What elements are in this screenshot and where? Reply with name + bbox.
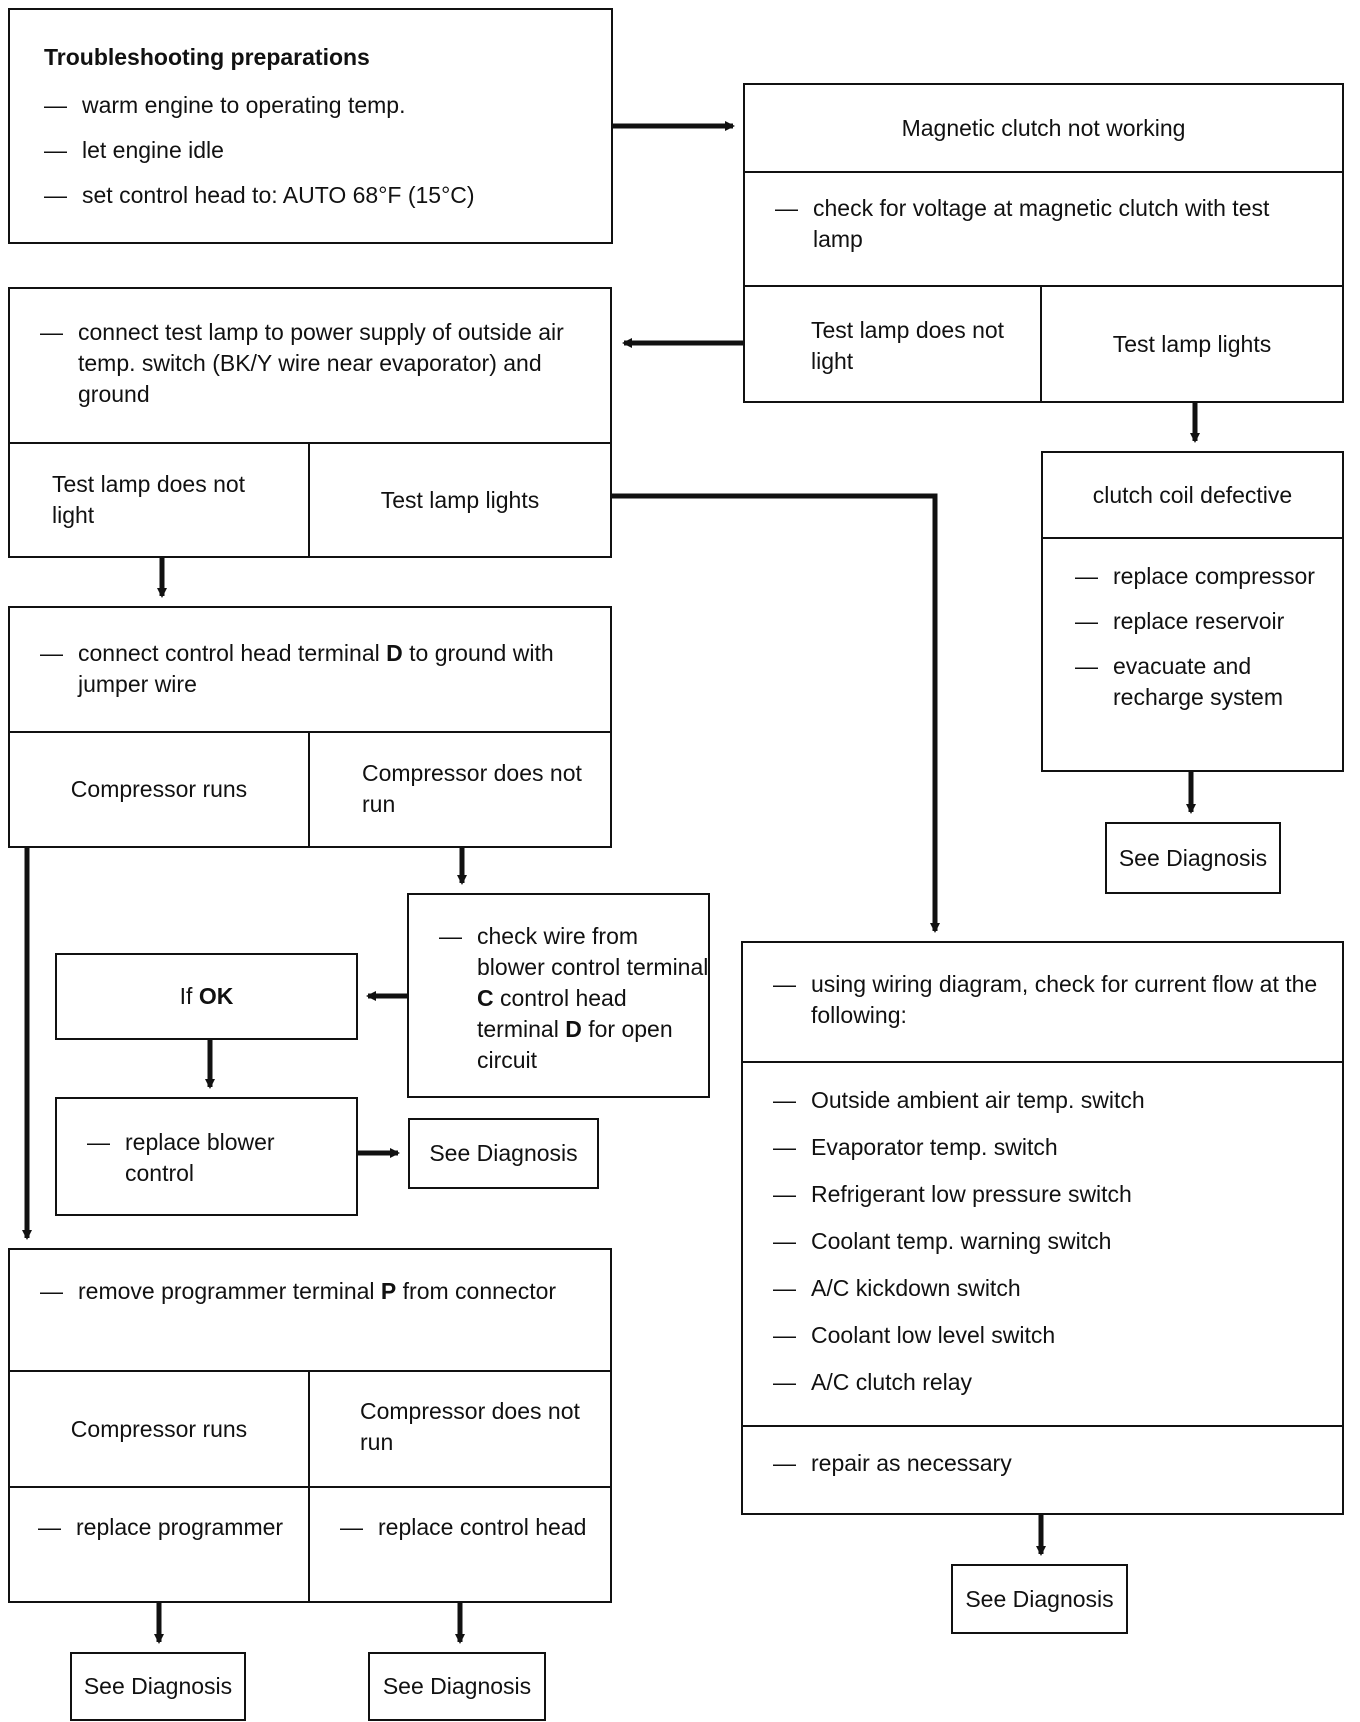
dash-icon: —	[40, 640, 63, 666]
prep-title: Troubleshooting preparations	[44, 44, 370, 70]
prep-item: let engine idle	[82, 137, 224, 163]
outside-air-box: — connect test lamp to power supply of ou…	[8, 287, 612, 558]
blower: — replace blower control	[87, 1127, 347, 1203]
see-diagnosis-clutch: See Diagnosis	[1105, 822, 1281, 894]
outside-no-light: Test lamp does not light	[52, 471, 246, 528]
if-ok-bold: OK	[198, 983, 234, 1009]
jumper-runs: Compressor runs	[70, 776, 248, 802]
programmer-not-runs: Compressor does not run	[360, 1398, 580, 1455]
programmer-terminal: P	[380, 1278, 397, 1304]
programmer-runs: Compressor runs	[70, 1415, 248, 1442]
dash-icon: —	[44, 137, 67, 163]
clutch-coil-item: replace reservoir	[1113, 608, 1285, 634]
if-ok-pre: If	[179, 983, 193, 1009]
wiring-item: Coolant temp. warning switch	[811, 1228, 1112, 1254]
check-wire: — check wire from blower control terminal…	[439, 921, 709, 1090]
wiring-item: Refrigerant low pressure switch	[811, 1181, 1132, 1207]
dash-icon: —	[773, 1275, 796, 1301]
see-diagnosis-wiring: See Diagnosis	[951, 1564, 1128, 1634]
dash-icon: —	[40, 1278, 63, 1304]
see-diagnosis-control-head: See Diagnosis	[368, 1652, 546, 1721]
outside-lights: Test lamp lights	[380, 486, 540, 513]
wire-text-1: check wire from blower control terminal	[477, 923, 709, 980]
wire-text-3: for open circuit	[477, 1016, 673, 1073]
dash-icon: —	[1075, 608, 1098, 634]
dash-icon: —	[44, 92, 67, 118]
blower-text: replace blower control	[125, 1129, 275, 1186]
prep-item: set control head to: AUTO 68°F (15°C)	[82, 182, 475, 208]
dash-icon: —	[439, 923, 462, 949]
wiring-item: Outside ambient air temp. switch	[811, 1087, 1145, 1113]
replace-control-head: — replace control head	[340, 1512, 600, 1557]
wiring-check: — using wiring diagram, check for current…	[773, 969, 1333, 1045]
programmer-check-post: from connector	[396, 1278, 557, 1304]
clutch-coil-box: clutch coil defective — replace compresso…	[1041, 451, 1344, 772]
clutch-coil-title: clutch coil defective	[1092, 481, 1293, 508]
replace-control-head-text: replace control head	[378, 1514, 587, 1540]
programmer-check-pre: remove programmer terminal	[78, 1278, 381, 1304]
dash-icon: —	[1075, 563, 1098, 589]
jumper-check-pre: connect control head terminal	[78, 640, 387, 666]
prep-list: — warm engine to operating temp. — let eng…	[44, 90, 604, 225]
check-wire-box: — check wire from blower control terminal…	[407, 893, 710, 1098]
dash-icon: —	[773, 1322, 796, 1348]
dash-icon: —	[44, 182, 67, 208]
see-diagnosis-programmer: See Diagnosis	[70, 1652, 246, 1721]
jumper-terminal: D	[386, 640, 403, 666]
dash-icon: —	[773, 1181, 796, 1207]
dash-icon: —	[773, 971, 796, 997]
prep-item: warm engine to operating temp.	[82, 92, 406, 118]
see-diagnosis-blower: See Diagnosis	[408, 1118, 599, 1189]
jumper-check-post: to ground with jumper wire	[78, 640, 554, 697]
magnetic-check-text: check for voltage at magnetic clutch wit…	[813, 195, 1270, 252]
clutch-coil-list: — replace compressor — replace reservoir —…	[1075, 561, 1335, 727]
jumper-not-runs: Compressor does not run	[362, 760, 582, 817]
magnetic-no-light: Test lamp does not light	[811, 317, 1005, 374]
magnetic-clutch-title: Magnetic clutch not working	[901, 114, 1186, 141]
dash-icon: —	[773, 1087, 796, 1113]
blower-box: — replace blower control	[55, 1097, 358, 1216]
wire-terminal-d: D	[565, 1016, 582, 1042]
jumper-box: — connect control head terminal D to grou…	[8, 606, 612, 848]
wiring-item: Coolant low level switch	[811, 1322, 1056, 1348]
wiring-item: A/C kickdown switch	[811, 1275, 1021, 1301]
dash-icon: —	[773, 1450, 796, 1476]
clutch-coil-item: replace compressor	[1113, 563, 1315, 589]
wiring-repair-text: repair as necessary	[811, 1450, 1012, 1476]
wire-text-2: control head terminal	[477, 985, 627, 1042]
outside-check: — connect test lamp to power supply of ou…	[40, 317, 600, 424]
replace-programmer-text: replace programmer	[76, 1514, 284, 1540]
programmer-check: — remove programmer terminal P from conne…	[40, 1276, 600, 1321]
prep-box: Troubleshooting preparations — warm engin…	[8, 8, 613, 244]
jumper-check: — connect control head terminal D to grou…	[40, 638, 600, 714]
wire-terminal-c: C	[477, 985, 494, 1011]
outside-check-text: connect test lamp to power supply of out…	[78, 319, 564, 407]
dash-icon: —	[87, 1129, 110, 1155]
arrow-outside-lights-to-wiring	[612, 493, 940, 933]
dash-icon: —	[40, 319, 63, 345]
dash-icon: —	[775, 195, 798, 221]
wiring-repair: — repair as necessary	[773, 1448, 1333, 1493]
magnetic-clutch-box: Magnetic clutch not working — check for v…	[743, 83, 1344, 403]
wiring-item: A/C clutch relay	[811, 1369, 973, 1395]
wiring-check-text: using wiring diagram, check for current …	[811, 971, 1318, 1028]
wiring-list: — Outside ambient air temp. switch — Evapo…	[773, 1085, 1333, 1414]
programmer-box: — remove programmer terminal P from conne…	[8, 1248, 612, 1603]
wiring-item: Evaporator temp. switch	[811, 1134, 1058, 1160]
if-ok-box: If OK	[55, 953, 358, 1040]
dash-icon: —	[1075, 653, 1098, 679]
magnetic-lights: Test lamp lights	[1112, 330, 1272, 357]
dash-icon: —	[38, 1514, 61, 1540]
magnetic-check: — check for voltage at magnetic clutch wi…	[775, 193, 1315, 269]
dash-icon: —	[340, 1514, 363, 1540]
clutch-coil-item: evacuate and recharge system	[1113, 653, 1284, 710]
dash-icon: —	[773, 1369, 796, 1395]
dash-icon: —	[773, 1228, 796, 1254]
replace-programmer: — replace programmer	[38, 1512, 298, 1557]
dash-icon: —	[773, 1134, 796, 1160]
wiring-box: — using wiring diagram, check for current…	[741, 941, 1344, 1515]
